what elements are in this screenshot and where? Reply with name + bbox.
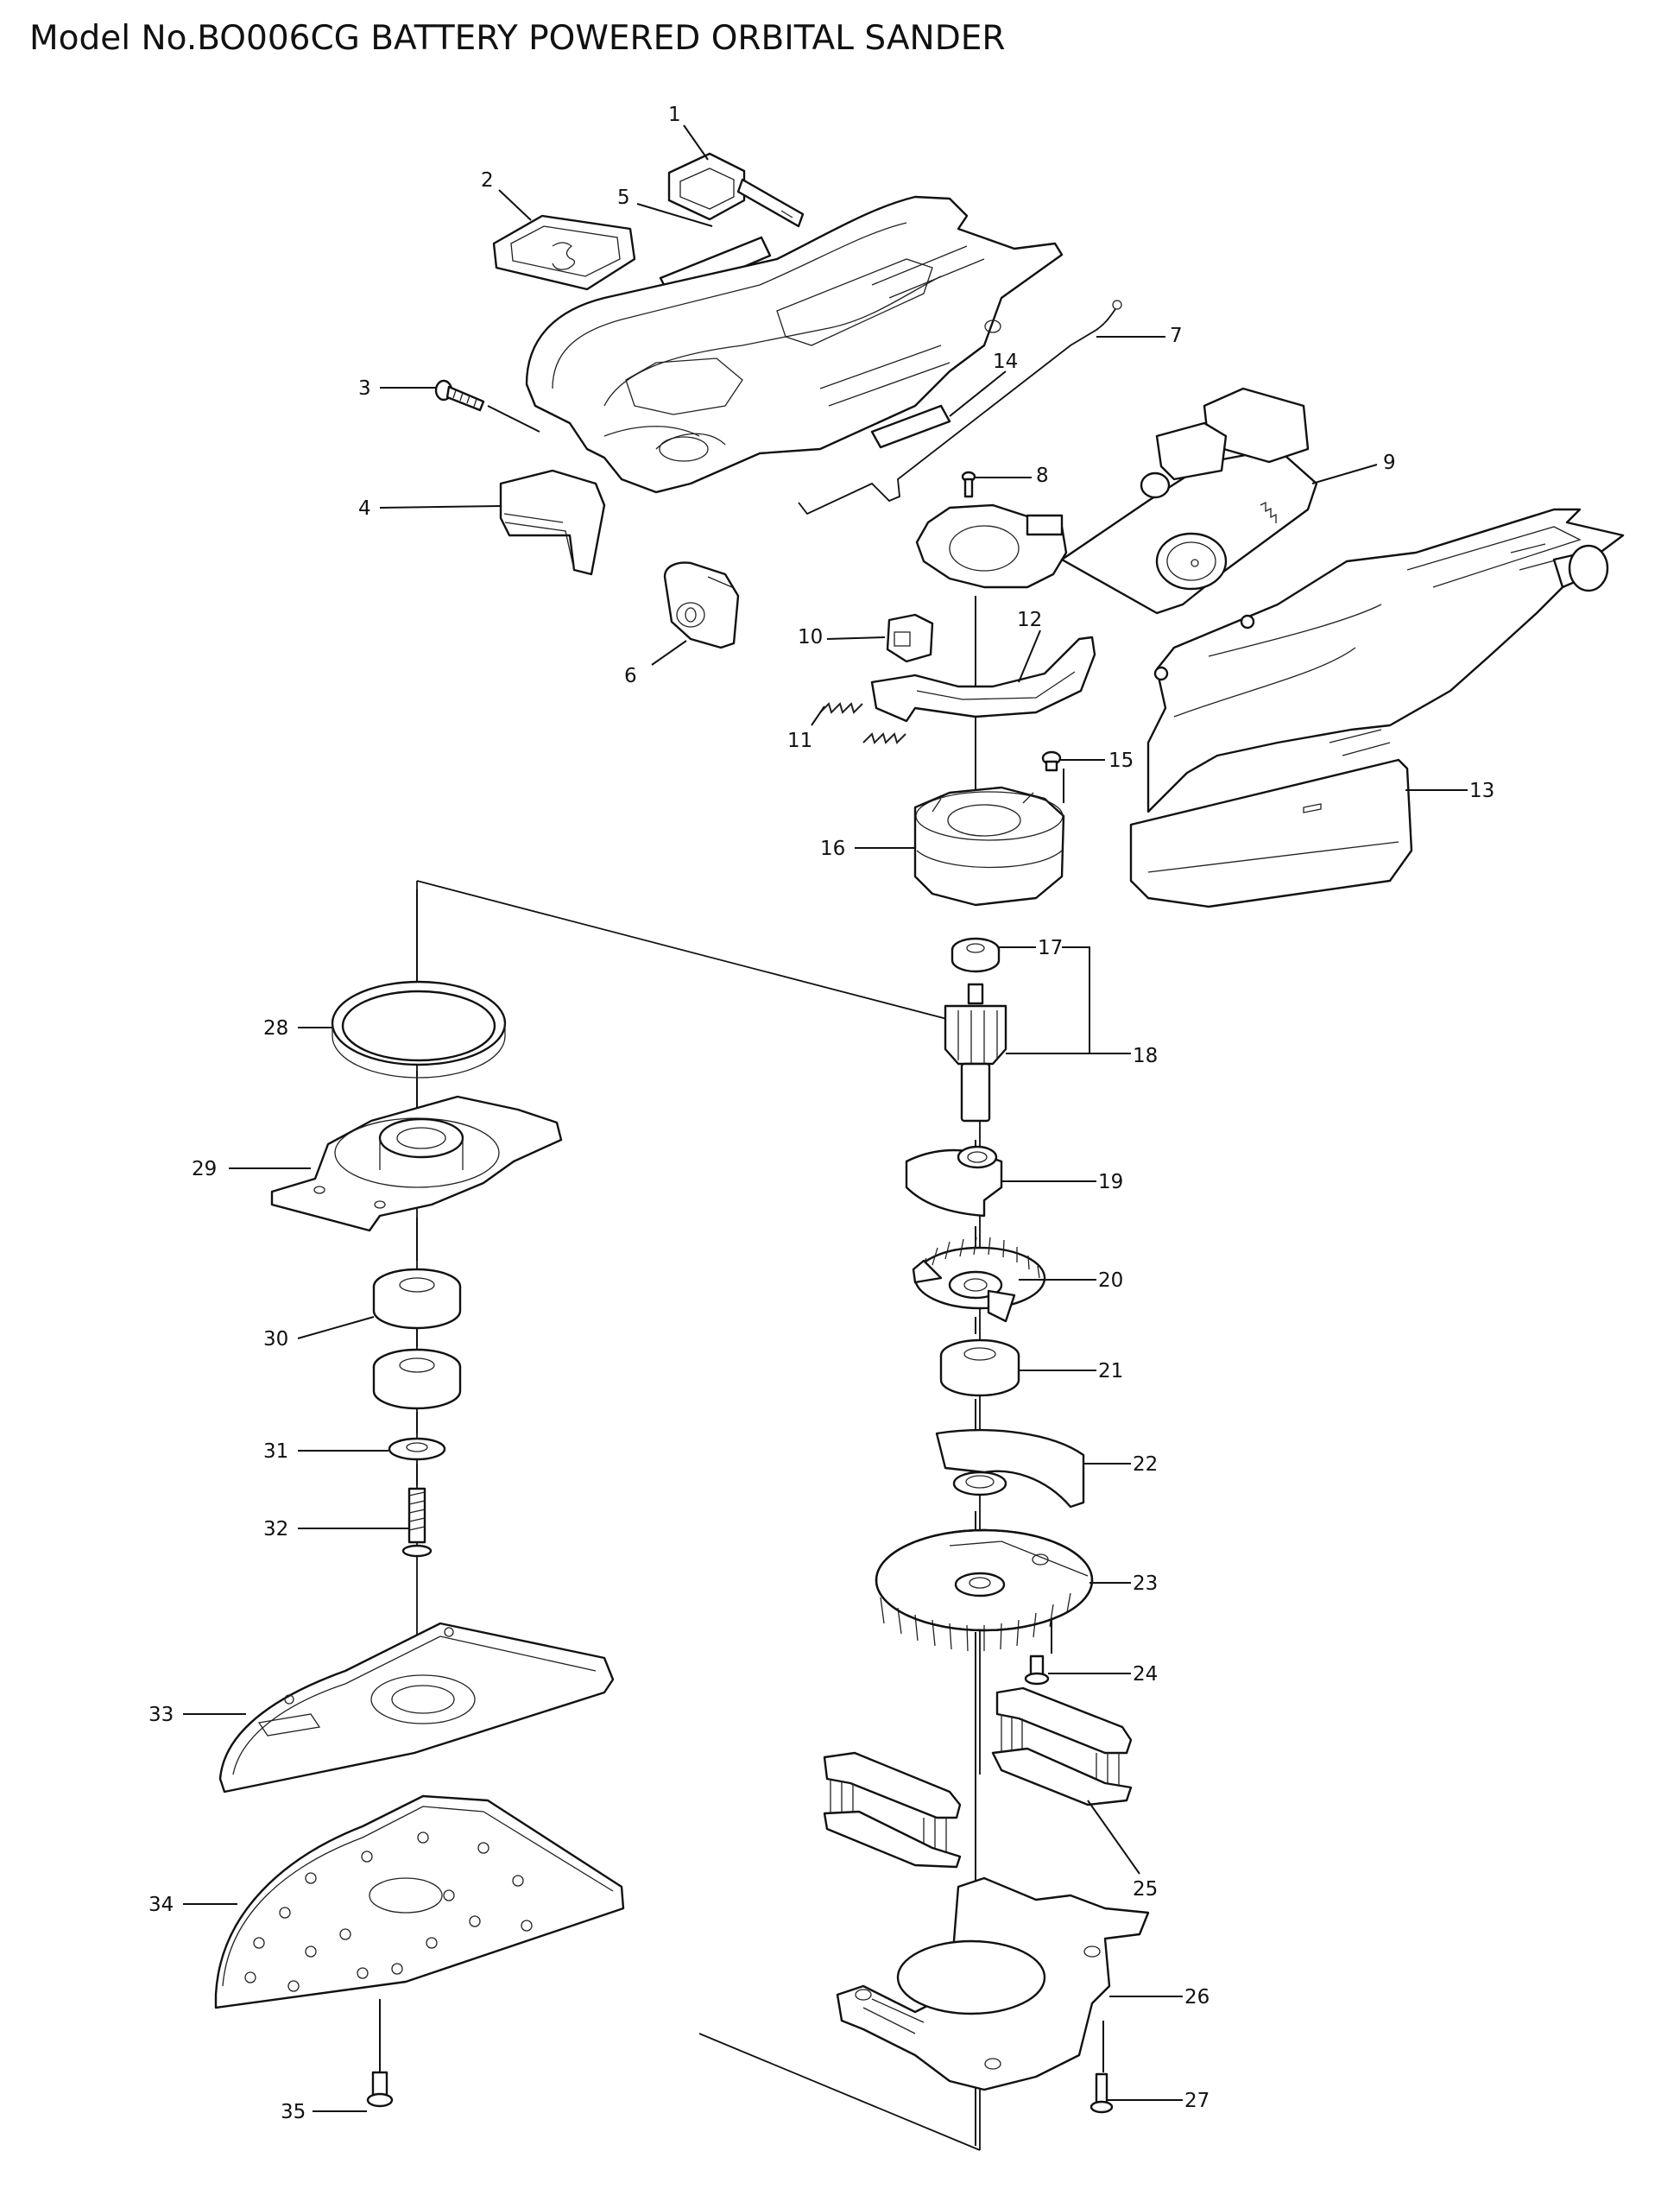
part-30-bearing-upper xyxy=(372,1268,462,1330)
callout-12: 12 xyxy=(1017,609,1042,631)
part-19-balance-weight xyxy=(905,1145,1003,1218)
part-17-bearing xyxy=(951,937,1001,973)
callout-33: 33 xyxy=(148,1704,174,1726)
part-28-ring xyxy=(331,980,507,1079)
part-31-washer xyxy=(388,1437,446,1461)
part-11-springs xyxy=(819,702,906,744)
callout-6: 6 xyxy=(624,665,637,687)
part-12-switch-holder xyxy=(870,636,1096,723)
part-20-fan xyxy=(912,1237,1046,1323)
callout-19: 19 xyxy=(1098,1171,1123,1193)
part-35-screw xyxy=(366,2071,394,2108)
callout-2: 2 xyxy=(481,169,494,192)
part-32-screw xyxy=(401,1487,433,1558)
part-15-screw xyxy=(1041,750,1062,772)
callout-14: 14 xyxy=(993,351,1018,373)
callout-21: 21 xyxy=(1098,1360,1123,1382)
leader-lines xyxy=(183,124,1468,2112)
callout-29: 29 xyxy=(192,1158,217,1180)
subassembly-frame xyxy=(416,880,981,2151)
part-26-base-frame xyxy=(836,1876,1150,2091)
callout-9: 9 xyxy=(1383,452,1396,474)
part-2-dial-cap xyxy=(492,214,636,291)
part-4-nozzle-cover xyxy=(499,469,606,576)
part-18-rotor xyxy=(944,983,1007,1123)
callout-20: 20 xyxy=(1098,1269,1123,1292)
part-1-switch-lever xyxy=(667,152,805,228)
callout-7: 7 xyxy=(1170,325,1183,347)
part-23-fan-housing xyxy=(875,1528,1094,1652)
callout-17: 17 xyxy=(1038,937,1063,959)
part-7-link-rod xyxy=(798,300,1122,516)
callout-28: 28 xyxy=(263,1017,288,1040)
callout-27: 27 xyxy=(1184,2090,1209,2112)
part-3-screw xyxy=(434,379,485,412)
part-27-screw xyxy=(1089,2072,1114,2114)
callout-11: 11 xyxy=(787,730,812,752)
part-8-screw xyxy=(961,471,976,498)
callout-30: 30 xyxy=(263,1328,288,1351)
callout-25: 25 xyxy=(1133,1878,1158,1901)
part-13-housing-set xyxy=(1129,508,1625,908)
callout-35: 35 xyxy=(281,2101,306,2123)
callout-31: 31 xyxy=(263,1440,288,1463)
sensor-plate xyxy=(915,503,1068,589)
part-34-hook-loop-pad xyxy=(214,1794,625,2009)
callout-10: 10 xyxy=(798,626,823,648)
part-30-bearing-lower xyxy=(372,1348,462,1410)
callout-1: 1 xyxy=(668,104,681,126)
part-22-counterweight xyxy=(935,1429,1085,1509)
callout-24: 24 xyxy=(1133,1663,1158,1686)
part-14-label-plate xyxy=(870,404,951,449)
callout-18: 18 xyxy=(1133,1045,1158,1067)
callout-15: 15 xyxy=(1108,750,1134,772)
callout-22: 22 xyxy=(1133,1453,1158,1476)
callout-5: 5 xyxy=(617,187,630,209)
callout-32: 32 xyxy=(263,1518,288,1541)
part-6-knob-housing xyxy=(663,561,740,649)
callout-34: 34 xyxy=(148,1894,174,1916)
callout-4: 4 xyxy=(358,497,371,520)
part-24-screw xyxy=(1024,1654,1050,1686)
part-25-damper-support-right xyxy=(991,1686,1133,1806)
part-9-controller xyxy=(1060,387,1318,615)
housing-half-upper xyxy=(525,195,1064,494)
callout-23: 23 xyxy=(1133,1572,1158,1595)
callout-8: 8 xyxy=(1036,465,1049,487)
part-21-bearing xyxy=(939,1338,1020,1397)
part-16-stator xyxy=(913,786,1065,907)
part-25-damper-support-left xyxy=(823,1751,962,1869)
part-29-bearing-box xyxy=(270,1095,563,1232)
callout-13: 13 xyxy=(1469,780,1494,802)
callout-3: 3 xyxy=(358,377,371,400)
callout-labels: 1 2 3 4 5 6 7 8 9 10 11 12 13 14 15 16 1… xyxy=(148,104,1494,2123)
page-title: Model No.BO006CG BATTERY POWERED ORBITAL… xyxy=(29,19,1006,58)
callout-26: 26 xyxy=(1184,1986,1209,2009)
part-33-pad xyxy=(218,1622,615,1794)
part-10-switch-button xyxy=(886,613,934,663)
callout-16: 16 xyxy=(820,838,845,860)
